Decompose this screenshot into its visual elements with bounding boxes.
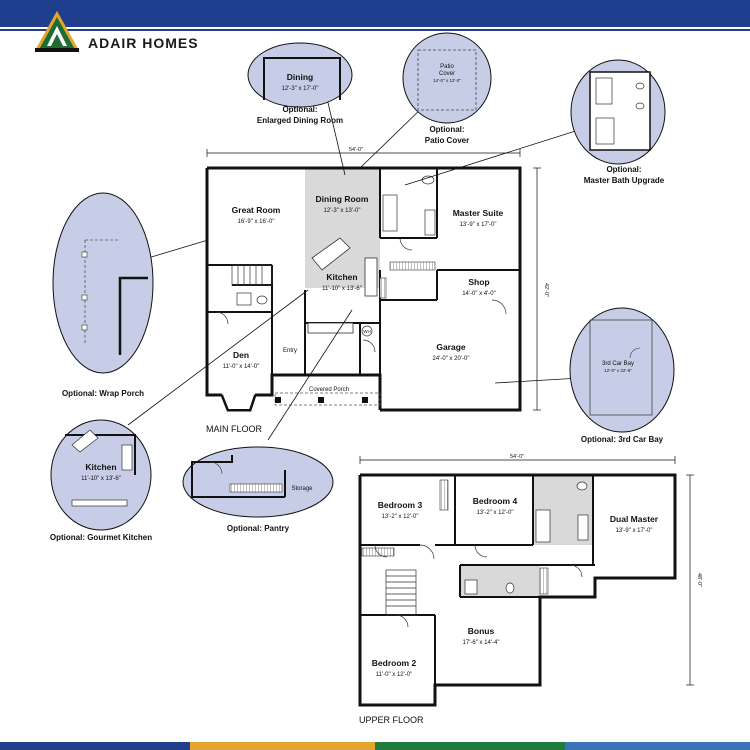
bottom-color-band bbox=[0, 742, 750, 750]
covered-porch-name: Covered Porch bbox=[309, 387, 349, 393]
main-floor-width-dim: 54'-0" bbox=[349, 147, 363, 153]
callout-dining bbox=[247, 42, 353, 108]
upper-floor-depth-dim: 48'-0" bbox=[696, 573, 702, 587]
water-heater-label: WH bbox=[363, 329, 371, 334]
bottom-band-blue-segment bbox=[0, 742, 190, 750]
brand-name: ADAIR HOMES bbox=[88, 35, 199, 51]
callout-third-bay-dims: 12'-0" x 22'-6" bbox=[604, 368, 632, 373]
bedroom4-name: Bedroom 4 bbox=[473, 496, 518, 506]
main-floor-plan bbox=[205, 149, 541, 412]
callout-patio-caption-2: Patio Cover bbox=[425, 136, 469, 145]
callout-pantry-storage: Storage bbox=[291, 486, 313, 492]
callout-wrap-porch bbox=[52, 192, 154, 374]
upper-floor-plan bbox=[358, 456, 694, 707]
callout-dining-caption-2: Enlarged Dining Room bbox=[257, 116, 343, 125]
callout-master-bath-caption-1: Optional: bbox=[606, 165, 641, 174]
callout-wrap-porch-caption: Optional: Wrap Porch bbox=[62, 389, 144, 398]
entry-name: Entry bbox=[283, 348, 297, 354]
shop-dims: 14'-0" x 4'-0" bbox=[462, 291, 496, 297]
callout-dining-dims: 12'-3" x 17'-0" bbox=[282, 86, 319, 92]
callout-third-bay-name: 3rd Car Bay bbox=[602, 361, 634, 367]
callout-leader-lines bbox=[127, 89, 586, 441]
main-floor-label: MAIN FLOOR bbox=[206, 424, 263, 434]
master-suite-name: Master Suite bbox=[453, 208, 504, 218]
dual-master-dims: 13'-9" x 17'-0" bbox=[616, 528, 653, 534]
callout-pantry bbox=[182, 446, 334, 518]
top-rule bbox=[0, 29, 750, 31]
garage-dims: 24'-0" x 20'-0" bbox=[433, 356, 470, 362]
callout-master-bath-caption-2: Master Bath Upgrade bbox=[584, 176, 665, 185]
callout-dining-name: Dining bbox=[287, 72, 313, 82]
callout-patio-caption-1: Optional: bbox=[429, 125, 464, 134]
garage-name: Garage bbox=[436, 342, 466, 352]
bedroom2-dims: 11'-0" x 12'-0" bbox=[376, 672, 412, 678]
master-suite-dims: 13'-9" x 17'-0" bbox=[460, 222, 497, 228]
callout-gourmet-kitchen-caption: Optional: Gourmet Kitchen bbox=[50, 533, 152, 542]
callout-gourmet-kitchen-dims: 11'-10" x 13'-6" bbox=[81, 476, 121, 482]
callout-gourmet-kitchen bbox=[50, 419, 152, 531]
adair-triangle-logo-icon bbox=[34, 10, 80, 52]
callout-patio-cover bbox=[402, 32, 492, 124]
callout-master-bath bbox=[570, 59, 666, 165]
callout-patio-dims: 14'-0" x 12'-0" bbox=[433, 78, 461, 83]
bottom-band-gold-segment bbox=[190, 742, 375, 750]
great-room-dims: 16'-9" x 16'-0" bbox=[238, 219, 275, 225]
callout-patio-name-1: Patio bbox=[440, 64, 454, 70]
bottom-band-green-segment bbox=[375, 742, 565, 750]
den-dims: 11'-0" x 14'-0" bbox=[223, 364, 259, 370]
den-name: Den bbox=[233, 350, 249, 360]
dining-room-name: Dining Room bbox=[316, 194, 369, 204]
bonus-dims: 17'-6" x 14'-4" bbox=[463, 640, 500, 646]
kitchen-dims: 11'-10" x 13'-6" bbox=[322, 286, 362, 292]
callout-third-car-bay bbox=[569, 307, 675, 433]
bedroom2-name: Bedroom 2 bbox=[372, 658, 417, 668]
upper-floor-label: UPPER FLOOR bbox=[359, 715, 424, 725]
kitchen-name: Kitchen bbox=[326, 272, 357, 282]
bedroom4-dims: 13'-2" x 12'-0" bbox=[477, 510, 514, 516]
bedroom3-name: Bedroom 3 bbox=[378, 500, 423, 510]
main-floor-depth-dim: 42'-0" bbox=[543, 283, 549, 297]
bottom-band-lightblue-segment bbox=[565, 742, 750, 750]
callout-patio-name-2: Cover bbox=[439, 71, 455, 77]
bonus-name: Bonus bbox=[468, 626, 495, 636]
top-banner bbox=[0, 0, 750, 27]
shop-name: Shop bbox=[468, 277, 489, 287]
dual-master-name: Dual Master bbox=[610, 514, 659, 524]
callout-gourmet-kitchen-name: Kitchen bbox=[85, 462, 116, 472]
upper-floor-width-dim: 54'-0" bbox=[510, 454, 524, 460]
callout-pantry-caption: Optional: Pantry bbox=[227, 524, 290, 533]
bedroom3-dims: 13'-2" x 12'-0" bbox=[382, 514, 419, 520]
dining-room-dims: 12'-3" x 13'-0" bbox=[324, 208, 361, 214]
callout-third-bay-caption: Optional: 3rd Car Bay bbox=[581, 435, 664, 444]
great-room-name: Great Room bbox=[232, 205, 281, 215]
callout-dining-caption-1: Optional: bbox=[282, 105, 317, 114]
